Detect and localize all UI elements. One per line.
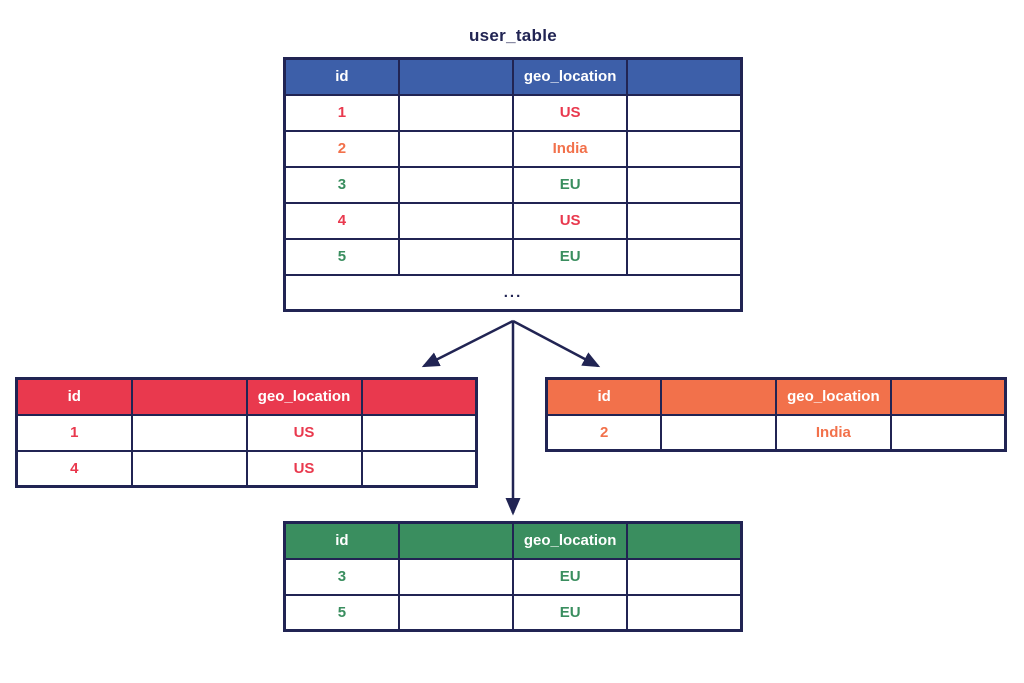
empty-cell [626,93,743,132]
header-cell-empty [397,57,515,96]
empty-cell [130,413,248,452]
empty-cell [397,129,515,168]
us-shard-table: id geo_location 1 US 4 US [15,377,478,488]
header-cell-geo-location: geo_location [775,377,892,416]
header-cell-empty [360,377,478,416]
cell-id: 1 [15,413,133,452]
diagram-title: user_table [468,26,558,45]
header-cell-empty [626,521,743,560]
header-cell-empty [660,377,777,416]
header-cell-geo-location: geo_location [245,377,363,416]
empty-cell [397,237,515,276]
empty-cell [626,201,743,240]
header-cell-geo-location: geo_location [511,521,629,560]
table-row: 2 India [545,413,1007,452]
header-cell-id: id [15,377,133,416]
header-cell-empty [130,377,248,416]
cell-geo-location: US [245,413,363,452]
empty-cell [397,93,515,132]
cell-id: 4 [15,449,133,488]
ellipsis-cell: ... [283,273,743,312]
empty-cell [397,201,515,240]
cell-geo-location: EU [511,593,629,632]
empty-cell [660,413,777,452]
cell-geo-location: EU [511,165,629,204]
empty-cell [397,593,515,632]
table-row: 4 US [283,201,743,240]
table-row: 3 EU [283,557,743,596]
cell-id: 1 [283,93,400,132]
table-header-row: id geo_location [15,377,478,416]
header-cell-empty [626,57,743,96]
header-cell-empty [889,377,1007,416]
cell-id: 2 [545,413,663,452]
empty-cell [626,165,743,204]
empty-cell [397,165,515,204]
cell-geo-location: EU [511,237,629,276]
cell-geo-location: India [775,413,892,452]
table-row: 3 EU [283,165,743,204]
table-row: 4 US [15,449,478,488]
table-row: 5 EU [283,593,743,632]
empty-cell [360,413,478,452]
cell-geo-location: US [245,449,363,488]
cell-id: 3 [283,165,400,204]
eu-shard-table: id geo_location 3 EU 5 EU [283,521,743,632]
arrow-to-india-shard [512,319,601,368]
table-header-row: id geo_location [283,521,743,560]
header-cell-empty [397,521,515,560]
cell-geo-location: US [511,93,629,132]
table-row: 1 US [15,413,478,452]
header-cell-id: id [283,57,400,96]
user-table: id geo_location 1 US 2 India 3 EU 4 US [283,57,743,312]
cell-id: 5 [283,593,400,632]
table-row: 1 US [283,93,743,132]
table-header-row: id geo_location [283,57,743,96]
empty-cell [397,557,515,596]
table-row: 2 India [283,129,743,168]
cell-id: 3 [283,557,400,596]
empty-cell [626,237,743,276]
header-cell-id: id [283,521,400,560]
header-cell-geo-location: geo_location [511,57,629,96]
table-row: 5 EU [283,237,743,276]
india-shard-table: id geo_location 2 India [545,377,1007,452]
header-cell-id: id [545,377,663,416]
table-row-ellipsis: ... [283,273,743,312]
cell-geo-location: India [511,129,629,168]
empty-cell [889,413,1007,452]
empty-cell [626,129,743,168]
cell-id: 4 [283,201,400,240]
cell-id: 2 [283,129,400,168]
empty-cell [626,557,743,596]
empty-cell [130,449,248,488]
cell-geo-location: US [511,201,629,240]
cell-id: 5 [283,237,400,276]
cell-geo-location: EU [511,557,629,596]
arrow-to-us-shard [421,319,514,368]
table-header-row: id geo_location [545,377,1007,416]
empty-cell [626,593,743,632]
empty-cell [360,449,478,488]
